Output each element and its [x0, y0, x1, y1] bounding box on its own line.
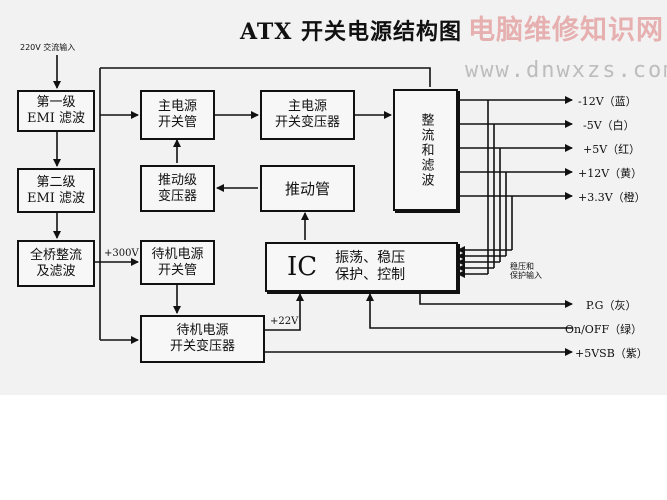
output-plus-12v: +12V（黄） — [578, 167, 643, 180]
watermark-url: www.dnwxzs.com — [465, 58, 667, 83]
output-plus-5v: +5V（红） — [583, 143, 641, 156]
watermark-site-name: 电脑维修知识网 — [468, 15, 664, 46]
standby-power-switch-tube: 待机电源 开关管 — [140, 240, 215, 285]
output-minus-12v: -12V（蓝） — [578, 95, 637, 108]
emi-filter-stage-2: 第二级 EMI 滤波 — [17, 168, 95, 213]
output-minus-5v: -5V（白） — [583, 119, 635, 132]
output-power-good: P.G（灰） — [586, 299, 637, 312]
rectifier-and-filter: 整流和滤波 — [393, 89, 458, 211]
output-plus-5vsb: +5VSB（紫） — [575, 347, 648, 360]
voltage-22v-label: +22V — [270, 316, 299, 327]
output-on-off: On/OFF（绿） — [565, 323, 643, 336]
ic-label: IC — [287, 252, 318, 282]
ic-function-description: 振荡、稳压 保护、控制 — [335, 250, 406, 283]
feedback-input-label: 稳压和 保护输入 — [510, 262, 542, 280]
diagram-title: ATX 开关电源结构图 — [240, 19, 462, 45]
ac-input-label: 220V 交流输入 — [20, 43, 76, 52]
driver-stage-transformer: 推动级 变压器 — [140, 165, 215, 212]
main-power-switch-tube: 主电源 开关管 — [140, 90, 215, 140]
bridge-rectifier-filter: 全桥整流 及滤波 — [17, 240, 95, 287]
main-power-switch-transformer: 主电源 开关变压器 — [260, 90, 355, 140]
control-ic: IC 振荡、稳压 保护、控制 — [265, 242, 458, 292]
driver-tube: 推动管 — [260, 165, 355, 212]
connection-wires — [53, 55, 573, 356]
emi-filter-stage-1: 第一级 EMI 滤波 — [17, 90, 95, 132]
output-plus-3v3: +3.3V（橙） — [578, 191, 646, 204]
standby-power-switch-transformer: 待机电源 开关变压器 — [140, 315, 265, 363]
voltage-300v-label: +300V — [104, 248, 139, 259]
